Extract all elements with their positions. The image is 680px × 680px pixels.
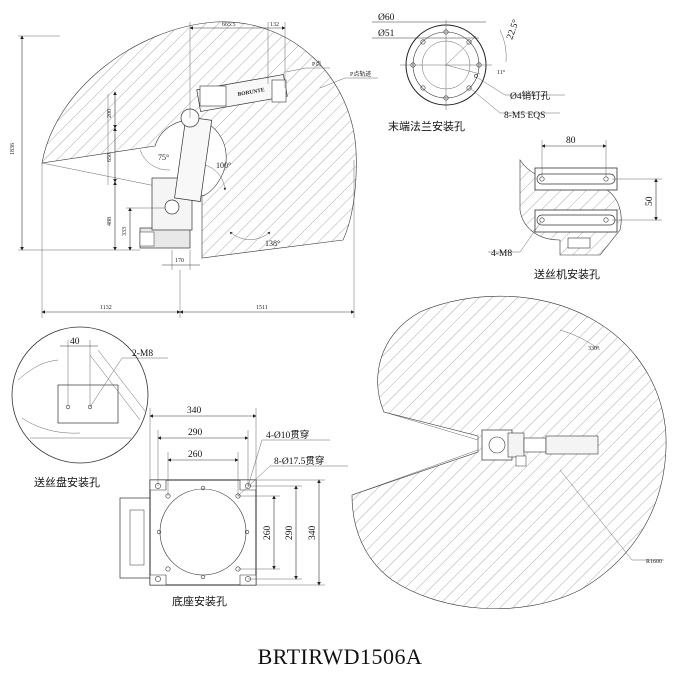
angle-75: 75° (158, 153, 169, 162)
dim-132: 132 (270, 22, 279, 28)
feeder-caption: 送丝机安装孔 (534, 267, 600, 281)
base-dim-260: 260 (188, 450, 203, 460)
robot-top-body (481, 429, 599, 467)
flange-view: Ø60 Ø51 22.5° 11° Ø4销钉孔 8-M5 EQS 末端法兰安装孔 (372, 13, 565, 133)
plate-m8-label: 2-M8 (132, 349, 153, 359)
flange-angle-22-5: 22.5° (504, 18, 521, 41)
plate-dim-40: 40 (70, 337, 80, 347)
flange-dia-51: Ø51 (378, 29, 395, 39)
side-brand-label: BORUNTE (237, 87, 265, 98)
dim-333: 333 (122, 227, 128, 236)
base-dim-v-260: 260 (263, 526, 273, 541)
dim-665-5: 665.5 (222, 22, 236, 28)
feeder-dim-50: 50 (645, 196, 655, 206)
flange-caption: 末端法兰安装孔 (388, 119, 465, 133)
flange-angle-11: 11° (497, 69, 506, 76)
feeder-mount-view: 80 50 4-M8 送丝机安装孔 (488, 136, 662, 281)
side-view: BORUNTE 75° 100° 138° P点 P点轨迹 665.5 132 … (10, 21, 378, 318)
dim-1132: 1132 (100, 305, 112, 311)
dim-200: 200 (107, 109, 113, 118)
feeder-plate-view: 40 2-M8 送丝盘安装孔 (11, 326, 168, 489)
base-through-10: 4-Ø10贯穿 (266, 429, 309, 441)
plate-caption: 送丝盘安装孔 (34, 475, 100, 489)
base-dim-290: 290 (188, 428, 203, 438)
angle-138: 138° (265, 239, 280, 248)
base-through-175: 8-Ø17.5贯穿 (274, 455, 324, 467)
base-dim-340: 340 (187, 406, 202, 416)
dim-1511: 1511 (256, 305, 268, 311)
model-title: BRTIRWD1506A (257, 644, 423, 669)
label-p-track: P点轨迹 (350, 70, 371, 78)
top-angle-330: 330° (588, 345, 600, 352)
dim-1836: 1836 (10, 143, 16, 155)
base-caption: 底座安装孔 (172, 594, 227, 608)
dim-650: 650 (107, 153, 113, 162)
base-dim-v-290: 290 (285, 526, 295, 541)
flange-dia-60: Ø60 (378, 13, 395, 23)
flange-holes-label: 8-M5 EQS (504, 111, 545, 121)
label-p-point: P点 (312, 60, 321, 68)
flange-pin-label: Ø4销钉孔 (510, 90, 551, 102)
top-view: 330° R1600 (351, 295, 667, 609)
dim-170: 170 (175, 258, 184, 264)
dim-488: 488 (107, 217, 113, 226)
robot-side-body (139, 74, 288, 249)
top-radius-label: R1600 (646, 559, 662, 565)
base-view: 340 290 260 4-Ø10贯穿 8-Ø17.5贯穿 260 290 34… (119, 406, 348, 608)
feeder-dim-80: 80 (566, 136, 576, 146)
base-dim-v-340: 340 (308, 526, 318, 541)
angle-100: 100° (216, 161, 231, 170)
feeder-m8-label: 4-M8 (491, 249, 512, 259)
